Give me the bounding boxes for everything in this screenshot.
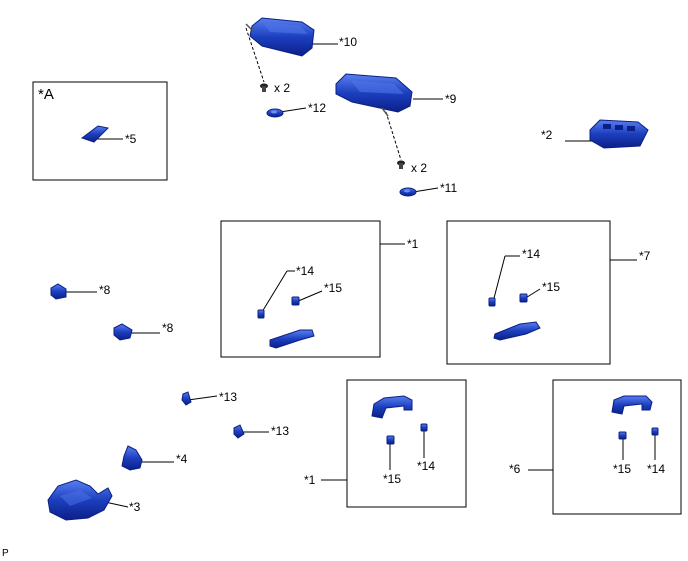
label-15-lower-left: *15: [383, 472, 402, 486]
clip-15: [519, 293, 528, 303]
label-14-upper-left: *14: [296, 264, 315, 278]
clip-14: [420, 423, 428, 432]
label-P: P: [2, 548, 9, 559]
screw-icon: [260, 83, 268, 92]
label-5: *5: [125, 132, 137, 146]
frame-A: [32, 81, 168, 181]
assist-grip-1: [371, 395, 413, 419]
label-13-lower: *13: [271, 424, 290, 438]
sun-visor-10: [245, 17, 315, 57]
label-x2-lower: x 2: [411, 161, 428, 175]
screw-icon: [397, 160, 405, 169]
clip-13: [181, 391, 192, 406]
frame-1-upper: [220, 220, 381, 358]
frame-7: [446, 220, 611, 365]
cap-11: [399, 187, 417, 197]
label-15-upper-right: *15: [542, 280, 561, 294]
label-15-upper-left: *15: [324, 281, 343, 295]
label-6: *6: [509, 462, 521, 476]
label-A: *A: [38, 86, 54, 103]
clip-14: [488, 297, 496, 307]
clip-14: [257, 309, 265, 319]
clip-14: [651, 427, 659, 436]
label-9: *9: [445, 92, 457, 106]
assist-grip-7: [493, 321, 541, 341]
leader-lines: [63, 43, 656, 508]
label-13-upper: *13: [219, 390, 238, 404]
assist-grip-6: [611, 395, 653, 415]
label-12: *12: [308, 101, 327, 115]
frame-1-lower: [346, 379, 467, 508]
clip-15: [618, 431, 627, 440]
label-14-lower-left: *14: [417, 459, 436, 473]
holder-8: [50, 283, 67, 300]
map-light-2: [589, 119, 649, 149]
label-15-lower-right: *15: [613, 462, 632, 476]
label-8-lower: *8: [162, 321, 174, 335]
clip-13: [233, 424, 245, 439]
clip-5: [80, 125, 110, 143]
label-3: *3: [129, 500, 141, 514]
holder-8: [113, 323, 133, 341]
label-10: *10: [339, 35, 358, 49]
cover-3: [47, 479, 113, 521]
frame-6: [552, 379, 682, 515]
label-14-upper-right: *14: [522, 247, 541, 261]
label-14-lower-right: *14: [647, 462, 666, 476]
cap-12: [266, 108, 284, 118]
label-4: *4: [176, 452, 188, 466]
label-1-lower: *1: [304, 473, 316, 487]
clip-15: [386, 435, 395, 445]
assist-grip-1: [269, 329, 315, 349]
label-7: *7: [639, 249, 651, 263]
label-2: *2: [541, 128, 553, 142]
bracket-4: [121, 445, 143, 471]
label-1-upper: *1: [407, 237, 419, 251]
dashed-leaders: [245, 27, 402, 161]
label-11: *11: [440, 181, 458, 195]
sun-visor-9: [335, 73, 413, 117]
label-8-upper: *8: [99, 283, 111, 297]
label-x2-upper: x 2: [274, 81, 291, 95]
clip-15: [291, 296, 300, 306]
